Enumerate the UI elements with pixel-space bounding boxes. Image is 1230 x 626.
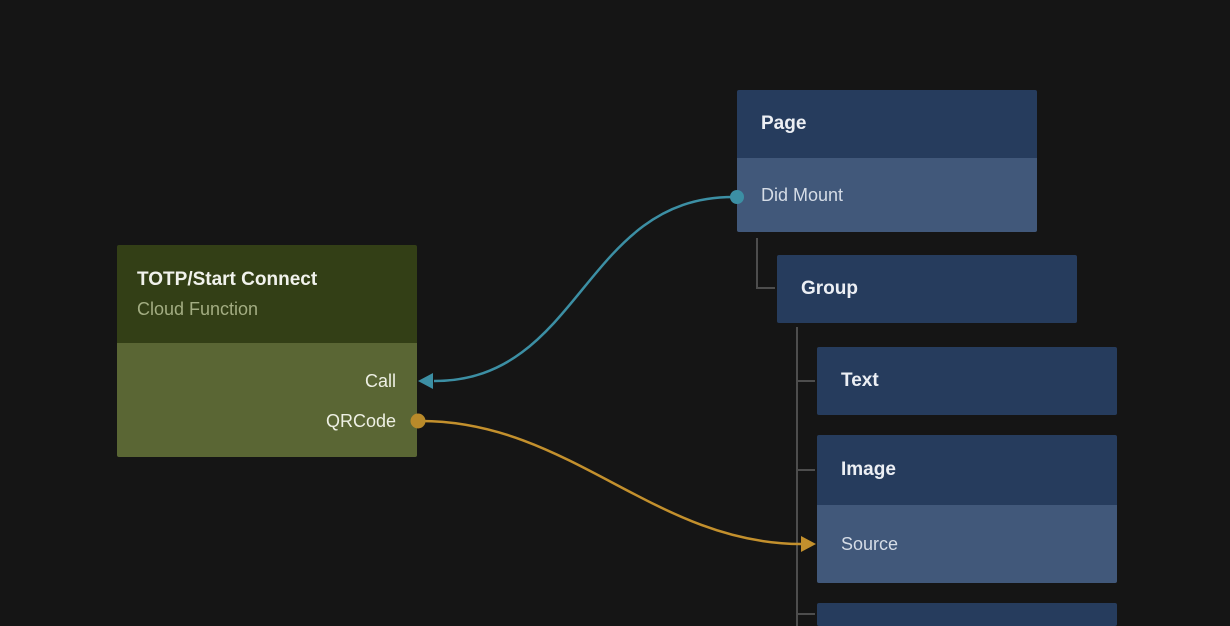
- input-port-source[interactable]: Source: [817, 505, 1117, 583]
- output-port-qrcode[interactable]: QRCode: [117, 401, 417, 441]
- input-port-source-label: Source: [841, 533, 899, 554]
- node-cloud-function[interactable]: TOTP/Start Connect Cloud Function Call Q…: [117, 245, 417, 457]
- event-port-did-mount-label: Did Mount: [761, 184, 844, 205]
- node-group-header: Group: [777, 255, 1077, 323]
- node-image[interactable]: Image Source: [817, 435, 1117, 583]
- output-port-qrcode-label: QRCode: [325, 410, 396, 431]
- tree-line-page-to-group: [756, 238, 775, 289]
- connection-qrcode-to-source[interactable]: [410, 413, 817, 553]
- node-page-header: Page: [737, 90, 1037, 158]
- node-group[interactable]: Group: [777, 255, 1077, 323]
- node-page[interactable]: Page Did Mount: [737, 90, 1037, 232]
- node-text[interactable]: Text: [817, 347, 1117, 415]
- cloud-function-subtitle: Cloud Function: [137, 299, 259, 319]
- node-group-title: Group: [801, 278, 858, 299]
- node-partial-bottom[interactable]: [817, 603, 1117, 626]
- cloud-function-title: TOTP/Start Connect: [137, 269, 318, 290]
- connection-didmount-to-call[interactable]: [418, 190, 744, 389]
- connection-didmount-to-call-wire[interactable]: [433, 195, 734, 383]
- node-image-title: Image: [841, 459, 896, 480]
- arrowhead-source-input: [801, 536, 816, 552]
- output-port-call[interactable]: Call: [117, 361, 417, 401]
- cloud-function-header: TOTP/Start Connect Cloud Function: [117, 245, 417, 343]
- event-port-did-mount[interactable]: Did Mount: [737, 158, 1037, 232]
- node-image-header: Image: [817, 435, 1117, 505]
- node-text-title: Text: [841, 370, 879, 391]
- output-port-call-label: Call: [364, 370, 396, 391]
- arrowhead-call-input: [418, 373, 433, 389]
- cloud-function-body: Call QRCode: [117, 343, 417, 457]
- connection-qrcode-to-source-wire[interactable]: [420, 419, 802, 546]
- node-page-title: Page: [761, 113, 807, 134]
- node-text-header: Text: [817, 347, 1117, 415]
